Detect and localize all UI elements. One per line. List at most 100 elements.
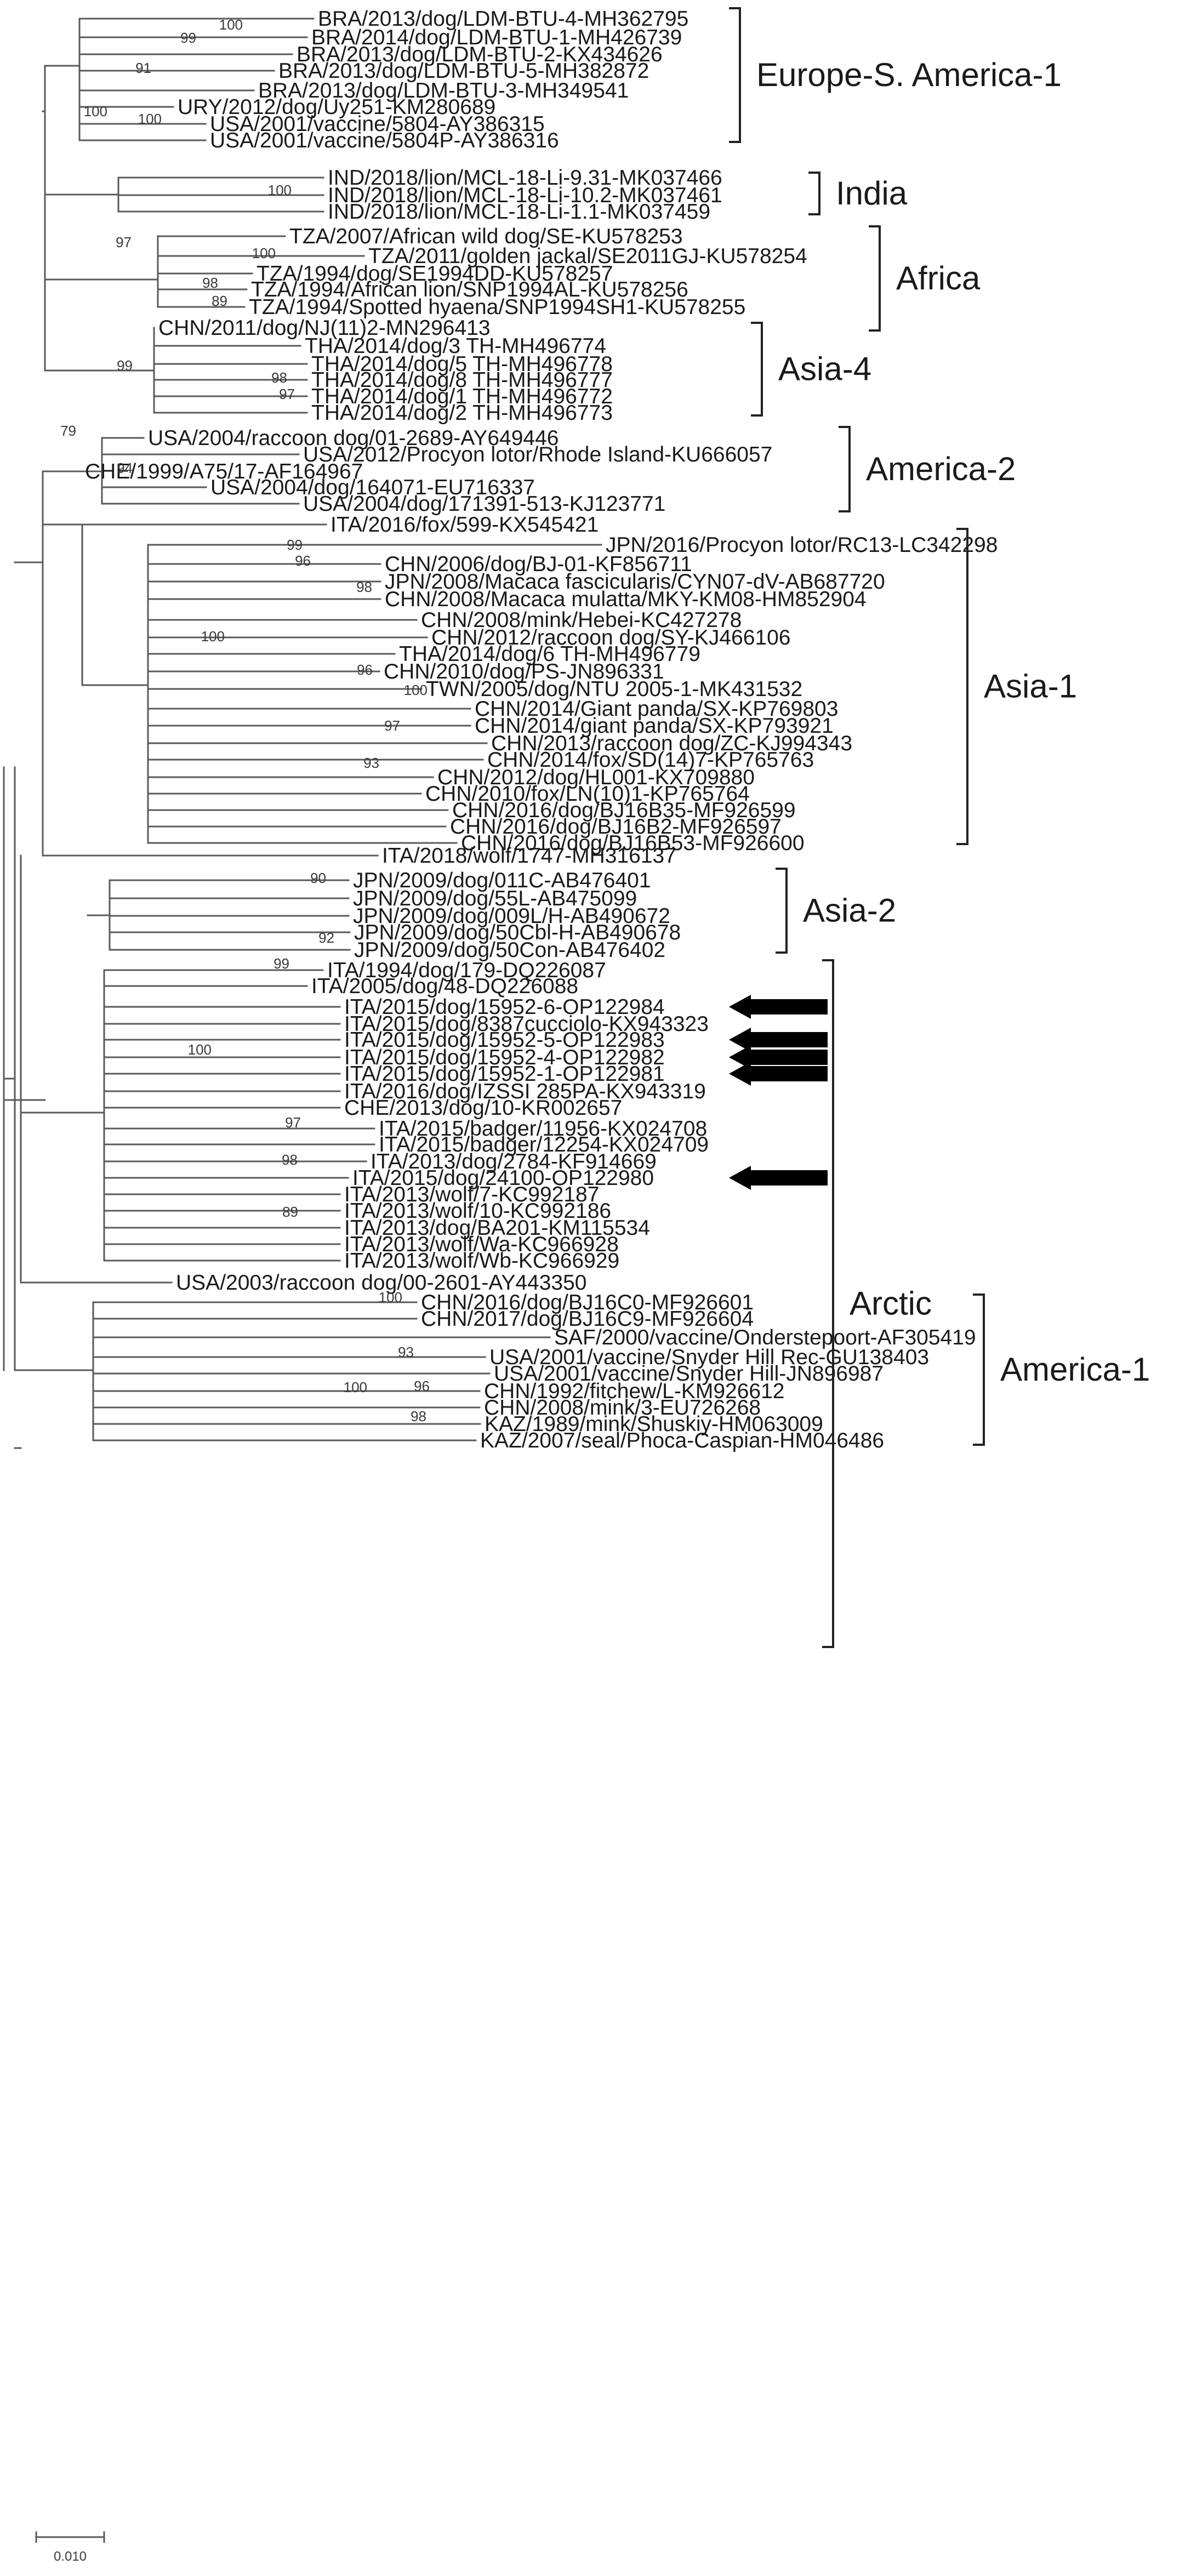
tip-label: JPN/2009/dog/50Cbl-H-AB490678 <box>354 921 681 944</box>
bootstrap-value: 100 <box>201 628 225 645</box>
tip-label: BRA/2014/dog/LDM-BTU-1-MH426739 <box>311 26 682 49</box>
tip-label: CHN/2010/fox/LN(10)1-KP765764 <box>425 782 750 806</box>
tip-label: ITA/2013/dog/BA201-KM115534 <box>344 1216 650 1240</box>
bootstrap-value: 98 <box>271 369 287 386</box>
bootstrap-value: 96 <box>357 662 373 678</box>
tip-label: JPN/2009/dog/009L/H-AB490672 <box>353 904 670 928</box>
tip-label: TZA/1994/Spotted hyaena/SNP1994SH1-KU578… <box>249 295 745 319</box>
clade-bracket <box>729 7 741 143</box>
tip-label: USA/2004/dog/164071-EU716337 <box>210 476 535 499</box>
scale-label: 0.010 <box>54 2549 87 2564</box>
tip-label: URY/2012/dog/Uy251-KM280689 <box>178 95 495 119</box>
tip-label: CHN/2016/dog/BJ16C0-MF926601 <box>421 1291 754 1314</box>
tip-label: THA/2014/dog/2 TH-MH496773 <box>311 401 613 425</box>
tip-label: IND/2018/lion/MCL-18-Li-10.2-MK037461 <box>328 184 722 207</box>
bootstrap-value: 98 <box>356 579 372 595</box>
tip-label: JPN/2009/dog/50Con-AB476402 <box>354 938 665 962</box>
clade-label: Arctic <box>850 1285 932 1322</box>
tip-label: ITA/2016/dog/IZSSI 285PA-KX943319 <box>344 1080 706 1103</box>
tip-label: BRA/2013/dog/LDM-BTU-2-KX434626 <box>297 43 663 66</box>
tip-label: ITA/2015/dog/15952-4-OP122982 <box>344 1046 665 1069</box>
tip-label: CHN/2011/dog/NJ(11)2-MN296413 <box>158 316 491 340</box>
tip-label: CHN/2016/dog/BJ16B2-MF926597 <box>450 815 782 839</box>
tip-label: CHN/1992/fitchew/L-KM926612 <box>484 1380 784 1403</box>
tip-label: CHN/2016/dog/BJ16B53-MF926600 <box>461 831 805 855</box>
tip-label: CHN/2013/raccoon dog/ZC-KJ994343 <box>491 732 852 755</box>
clade-bracket <box>956 528 968 845</box>
bootstrap-value: 100 <box>252 245 276 261</box>
tip-label: USA/2003/raccoon dog/00-2601-AY443350 <box>176 1271 587 1295</box>
tip-label: USA/2012/Procyon lotor/Rhode Island-KU66… <box>303 443 772 466</box>
tip-label: CHN/2012/raccoon dog/SY-KJ466106 <box>431 626 791 649</box>
bootstrap-value: 91 <box>135 60 151 76</box>
clade-label: Asia-2 <box>803 892 896 929</box>
bootstrap-value: 100 <box>138 111 162 127</box>
clade-label: Asia-1 <box>984 668 1077 705</box>
bootstrap-value: 90 <box>310 870 326 886</box>
clade-bracket <box>776 868 788 954</box>
tip-label: ITA/2015/dog/15952-6-OP122984 <box>344 995 665 1019</box>
tip-label: USA/2004/dog/171391-513-KJ123771 <box>303 492 665 516</box>
bootstrap-value: 97 <box>285 1114 301 1131</box>
bootstrap-value: 93 <box>398 1344 414 1360</box>
tip-label: THA/2014/dog/1 TH-MH496772 <box>311 385 613 408</box>
tip-label: USA/2001/vaccine/Snyder Hill-JN896987 <box>494 1362 884 1386</box>
tip-label: CHE/2013/dog/10-KR002657 <box>344 1096 622 1120</box>
arrow-icon <box>729 1028 828 1052</box>
tip-label: ITA/2013/dog/2784-KF914669 <box>371 1150 657 1173</box>
tip-label: CHN/2014/fox/SD(14)7-KP765763 <box>487 748 814 772</box>
clade-label: Asia-4 <box>778 351 871 387</box>
tip-label: JPN/2009/dog/55L-AB475099 <box>353 887 637 910</box>
tip-label: ITA/2015/dog/8387cucciolo-KX943323 <box>344 1012 709 1036</box>
bootstrap-value: 97 <box>279 386 295 402</box>
clade-bracket <box>839 426 851 512</box>
clade-label: America-2 <box>866 451 1016 487</box>
tip-label: THA/2014/dog/5 TH-MH496778 <box>311 352 613 376</box>
tip-label: JPN/2008/Macaca fascicularis/CYN07-dV-AB… <box>385 570 885 594</box>
tip-label: USA/2001/vaccine/5804-AY386315 <box>210 112 545 136</box>
tip-label: CHN/2010/dog/PS-JN896331 <box>384 660 664 683</box>
bootstrap-value: 97 <box>384 717 400 734</box>
tip-label: ITA/1994/dog/179-DQ226087 <box>327 959 606 982</box>
tip-label: CHN/2008/mink/3-EU726268 <box>484 1396 761 1420</box>
tip-label: IND/2018/lion/MCL-18-Li-9.31-MK037466 <box>328 166 722 190</box>
clade-label: Europe-S. America-1 <box>756 56 1062 93</box>
clade-bracket <box>822 959 834 1648</box>
bootstrap-value: 97 <box>116 234 132 250</box>
clade-annotations: Europe-S. America-1IndiaAfricaAsia-4Amer… <box>729 7 1150 1648</box>
bootstrap-value: 100 <box>84 103 107 119</box>
bootstrap-value: 99 <box>180 30 196 46</box>
clade-label: America-1 <box>1000 1351 1150 1388</box>
tip-label: ITA/2015/dog/15952-1-OP122981 <box>344 1062 665 1086</box>
tip-label: ITA/2013/wolf/7-KC992187 <box>344 1183 599 1206</box>
tip-label: TZA/1994/African lion/SNP1994AL-KU578256 <box>251 278 688 301</box>
tip-labels: BRA/2013/dog/LDM-BTU-4-MH362795BRA/2014/… <box>85 7 998 1452</box>
tip-label: BRA/2013/dog/LDM-BTU-3-MH349541 <box>258 79 629 102</box>
arrow-icon <box>729 1062 828 1086</box>
tip-label: ITA/2015/dog/24100-OP122980 <box>352 1166 654 1190</box>
clade-bracket <box>973 1293 985 1446</box>
bootstrap-value: 98 <box>202 275 218 291</box>
tip-label: BRA/2013/dog/LDM-BTU-5-MH382872 <box>278 59 649 83</box>
arrow-icon <box>729 1045 828 1069</box>
tip-label: CHN/2016/dog/BJ16B35-MF926599 <box>452 799 796 822</box>
bootstrap-value: 96 <box>414 1378 430 1394</box>
tip-label: ITA/2013/wolf/Wb-KC966929 <box>344 1249 619 1273</box>
clade-label: Africa <box>896 260 981 297</box>
bootstrap-value: 89 <box>212 293 227 309</box>
highlight-arrows <box>729 995 828 1190</box>
tip-label: TZA/2007/African wild dog/SE-KU578253 <box>289 225 683 248</box>
clade-bracket <box>751 322 763 417</box>
tip-label: ITA/2013/wolf/10-KC992186 <box>344 1199 611 1223</box>
tip-label: TWN/2005/dog/NTU 2005-1-MK431532 <box>426 677 802 701</box>
bootstrap-value: 100 <box>344 1379 367 1395</box>
bootstrap-value: 99 <box>117 357 133 374</box>
tip-label: THA/2014/dog/6 TH-MH496779 <box>399 642 700 666</box>
bootstrap-value: 89 <box>282 1204 298 1220</box>
bootstrap-value: 98 <box>411 1408 426 1424</box>
tip-label: THA/2014/dog/8 TH-MH496777 <box>311 368 613 392</box>
bootstrap-value: 100 <box>188 1041 212 1058</box>
clade-label: India <box>836 175 908 212</box>
tip-label: KAZ/2007/seal/Phoca-Caspian-HM046486 <box>480 1429 884 1452</box>
